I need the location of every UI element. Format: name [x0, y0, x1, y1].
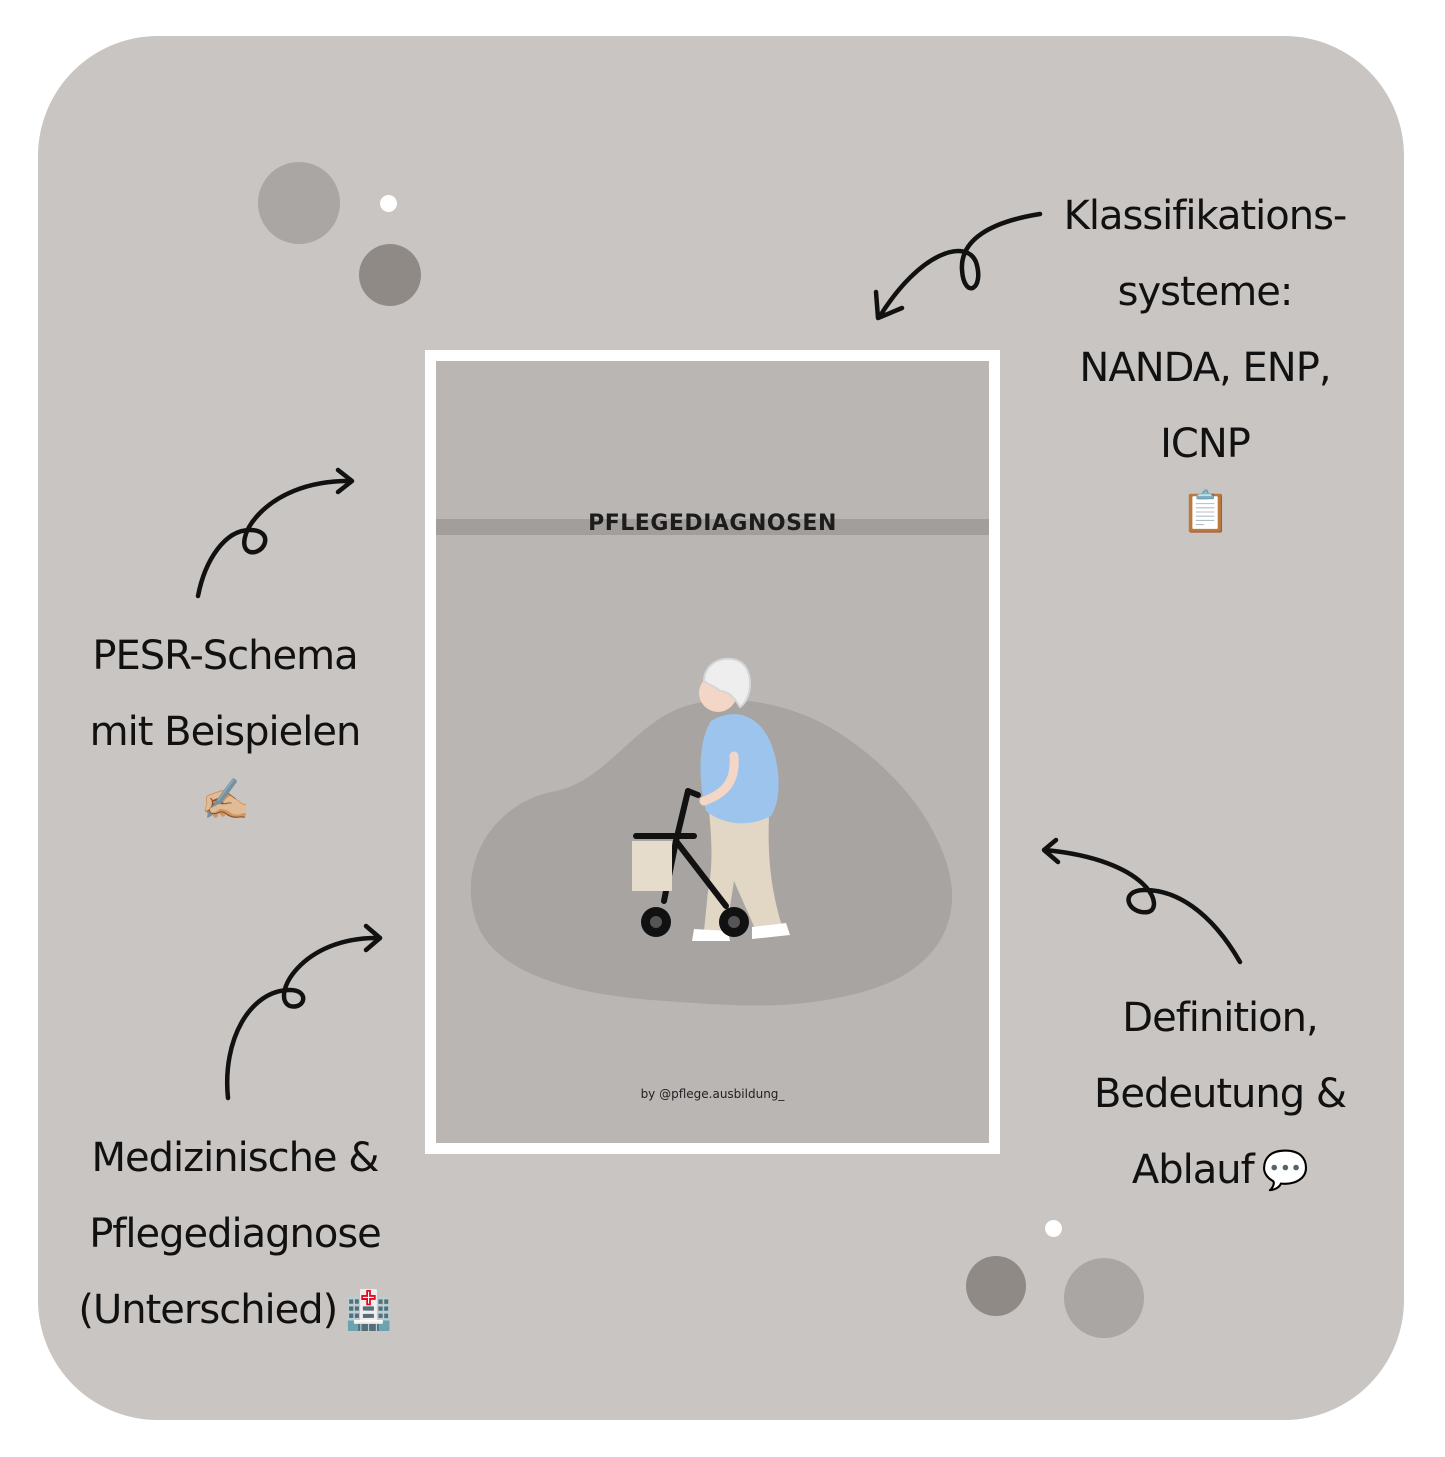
- label-line: Definition,: [1122, 995, 1318, 1041]
- poster-title: PFLEGEDIAGNOSEN: [588, 511, 837, 536]
- rollator-hub: [728, 916, 740, 928]
- writing-hand-icon: ✍🏼: [200, 777, 251, 823]
- poster-title-band: [436, 519, 989, 535]
- rollator-hub: [650, 916, 662, 928]
- arrow-right-lower: [1042, 847, 1243, 965]
- arrow-left-upper-head: [335, 467, 355, 495]
- arrow-right-lower-head: [1041, 837, 1061, 865]
- hospital-icon: 🏥: [345, 1288, 392, 1332]
- label-line: (Unterschied): [78, 1287, 338, 1333]
- shoe-left: [692, 929, 730, 941]
- poster: PFLEGEDIAGNOSEN: [436, 361, 989, 1143]
- poster-credit: by @pflege.ausbildung_: [640, 1087, 785, 1101]
- label-line: PESR-Schema: [92, 633, 358, 679]
- label-line: systeme:: [1117, 269, 1294, 315]
- arrow-top-right: [877, 211, 1043, 319]
- person-arm: [699, 751, 739, 806]
- label-line: Bedeutung &: [1093, 1071, 1347, 1117]
- label-line: Klassifikations-: [1063, 193, 1348, 239]
- label-line: ICNP: [1160, 421, 1251, 467]
- label-medical-vs-nursing: Medizinische & Pflegediagnose (Unterschi…: [40, 1120, 430, 1348]
- decorative-dot-dark: [359, 244, 421, 306]
- label-line: Pflegediagnose: [89, 1211, 382, 1257]
- label-line: mit Beispielen: [89, 709, 362, 755]
- label-line: Medizinische &: [91, 1135, 380, 1181]
- clipboard-icon: 📋: [1180, 489, 1231, 535]
- background-blob: [470, 700, 953, 1006]
- decorative-dot-large: [1064, 1258, 1144, 1338]
- label-line: NANDA, ENP,: [1079, 345, 1331, 391]
- arrow-left-upper: [195, 478, 353, 599]
- shoe-right: [752, 923, 790, 939]
- decorative-dot-dark: [966, 1256, 1026, 1316]
- arrow-top-right-head: [873, 289, 905, 321]
- person-hair: [702, 657, 751, 709]
- decorative-dot-small: [1045, 1220, 1062, 1237]
- rollator-basket: [632, 841, 672, 891]
- decorative-dot-small: [380, 195, 397, 212]
- decorative-dot-large: [258, 162, 340, 244]
- label-line: Ablauf: [1131, 1147, 1255, 1193]
- poster-frame: PFLEGEDIAGNOSEN: [425, 350, 1000, 1154]
- arrow-left-lower: [224, 935, 383, 1101]
- poster-illustration: [470, 657, 953, 1006]
- label-classification-systems: Klassifikations- systeme: NANDA, ENP, IC…: [1030, 178, 1380, 542]
- arrow-left-lower-head: [363, 923, 383, 953]
- label-pesr-schema: PESR-Schema mit Beispielen ✍🏼: [55, 618, 395, 830]
- speech-bubble-icon: 💬: [1261, 1148, 1309, 1192]
- label-definition: Definition, Bedeutung & Ablauf💬: [1060, 980, 1380, 1208]
